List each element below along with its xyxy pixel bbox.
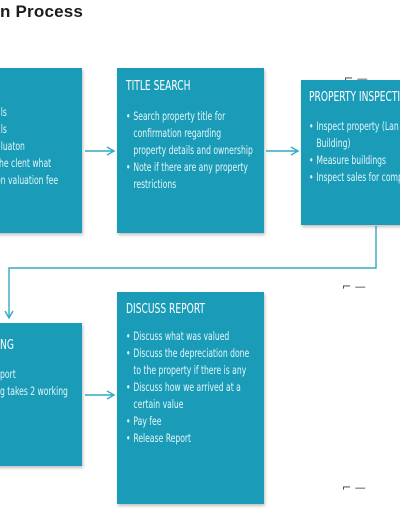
bullet-icon: • <box>126 160 131 174</box>
box-item: •Inspect sales for comp <box>309 170 400 184</box>
box-item: certain value <box>133 397 184 411</box>
scan-mark: ⌐ — <box>342 481 366 494</box>
box1-item: als <box>0 122 7 136</box>
box-heading: TITLE SEARCH <box>126 79 191 94</box>
process-box-property-inspection: PROPERTY INSPECTION •Inspect property (L… <box>301 80 400 225</box>
bullet-icon: • <box>126 346 131 360</box>
connector-inspection-to-reporting <box>4 226 377 320</box>
bullet-icon: • <box>126 414 131 428</box>
box-item-list: •Search property title for confirmation … <box>126 108 297 193</box>
box-item: restrictions <box>133 177 177 191</box>
box-item-list: •Inspect property (Lan Building) •Measur… <box>309 118 400 186</box>
diagram-title: n Process <box>0 2 84 21</box>
box1-item: the clent what <box>0 156 52 170</box>
box-item: confirmation regarding <box>133 126 222 140</box>
process-box-consultation: als als aluaton the clent what on valuat… <box>0 68 82 233</box>
box-item: •Measure buildings <box>309 153 387 167</box>
bullet-icon: • <box>126 109 131 123</box>
box-item: property details and ownership <box>133 143 253 157</box>
bullet-icon: • <box>126 329 131 343</box>
box1-item: als <box>0 105 7 119</box>
box-item: port <box>0 367 16 381</box>
box-item: g takes 2 working <box>0 384 68 398</box>
box-item-list: port g takes 2 working <box>0 366 92 400</box>
box-item: •Note if there are any property <box>126 160 248 174</box>
box-item: •Inspect property (Lan <box>309 119 399 133</box>
box-item: •Discuss how we arrived at a <box>126 380 241 394</box>
box-item: to the property if there is any <box>133 363 247 377</box>
bullet-icon: • <box>126 431 131 445</box>
box-item: Building) <box>316 136 351 150</box>
box-item: •Search property title for <box>126 109 226 123</box>
box-item: •Discuss the depreciation done <box>126 346 250 360</box>
process-box-title-search: TITLE SEARCH •Search property title for … <box>117 68 264 233</box>
box-item: •Release Report <box>126 431 192 445</box>
process-box-discuss-report: DISCUSS REPORT •Discuss what was valued … <box>117 292 264 504</box>
bullet-icon: • <box>126 380 131 394</box>
scan-mark: ⌐ — <box>342 280 366 293</box>
box-item-list: •Discuss what was valued •Discuss the de… <box>126 328 293 447</box>
box1-item: on valuation fee <box>0 173 59 187</box>
box-heading: PROPERTY INSPECTION <box>309 90 400 105</box>
bullet-icon: • <box>309 170 314 184</box>
box-heading: DISCUSS REPORT <box>126 302 205 317</box>
bullet-icon: • <box>309 119 314 133</box>
box-item: •Pay fee <box>126 414 162 428</box>
box-item: •Discuss what was valued <box>126 329 230 343</box>
box-heading: NG <box>0 338 14 353</box>
bullet-icon: • <box>309 153 314 167</box>
process-box-reporting: NG port g takes 2 working <box>0 323 82 466</box>
box1-item: aluaton <box>0 139 25 153</box>
